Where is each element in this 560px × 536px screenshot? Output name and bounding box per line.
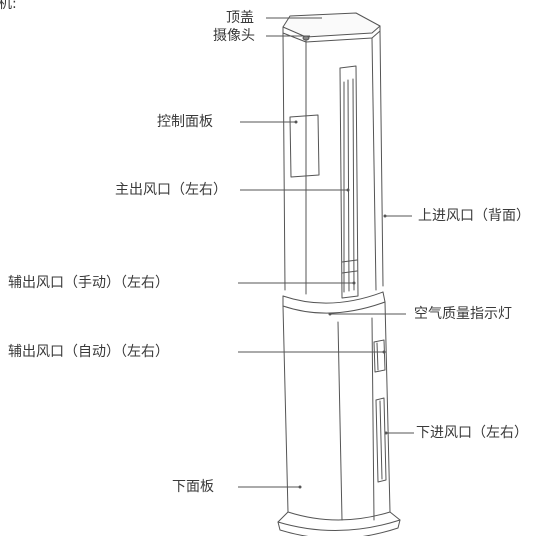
- label-upper-inlet: 上进风口（背面）: [418, 208, 530, 224]
- top-cover-shape: [282, 12, 381, 43]
- label-control-panel: 控制面板: [157, 114, 213, 130]
- main-outlet-shape: [339, 65, 359, 299]
- label-camera: 摄像头: [213, 28, 255, 44]
- control-panel-shape: [289, 114, 320, 178]
- label-aux-outlet-manual: 辅出风口（手动）（左右）: [8, 275, 169, 291]
- label-aux-outlet-auto: 辅出风口（自动）（左右）: [8, 344, 169, 360]
- upper-body-shape: [282, 30, 384, 299]
- label-lower-inlet: 下进风口（左右）: [416, 425, 528, 441]
- camera-shape: [302, 35, 310, 41]
- label-air-quality-light: 空气质量指示灯: [414, 306, 512, 322]
- intro-fragment: 机:: [0, 0, 17, 12]
- waist-ring-shape: [282, 291, 386, 314]
- label-top-cover: 顶盖: [226, 10, 254, 26]
- label-lower-panel: 下面板: [172, 479, 214, 495]
- base-shape: [277, 511, 401, 536]
- label-main-outlet: 主出风口（左右）: [115, 182, 227, 198]
